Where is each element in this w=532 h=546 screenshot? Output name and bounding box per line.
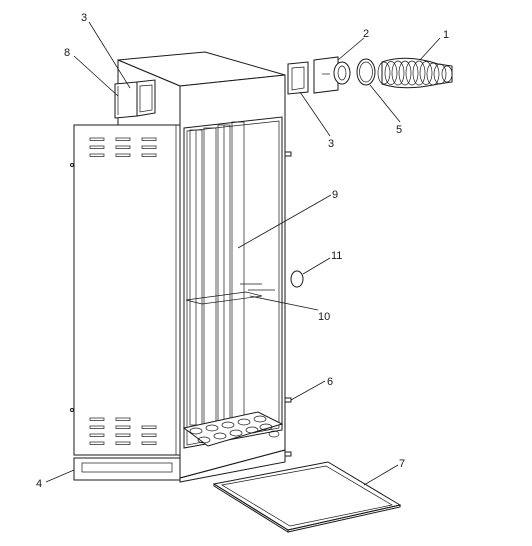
callout-8: 8 (64, 47, 70, 59)
cabinet-door (70, 124, 181, 456)
separator-plate (185, 283, 275, 305)
top-frame-plate (136, 79, 156, 117)
callout-3-hose: 3 (328, 138, 334, 150)
hose-frame-3 (287, 61, 309, 95)
callout-5: 5 (396, 124, 402, 136)
callout-1: 1 (443, 29, 449, 41)
door-top-vents (89, 137, 157, 157)
hose-clamp-5 (356, 58, 376, 86)
flex-hose-1 (377, 57, 453, 89)
door-bottom-vents (89, 417, 157, 445)
bottom-drawer (73, 457, 181, 481)
collection-tray-7 (212, 461, 402, 533)
side-button-11 (290, 270, 304, 288)
callout-7: 7 (399, 458, 405, 470)
callout-4: 4 (36, 478, 42, 490)
leader-lines (45, 21, 441, 486)
callout-11: 11 (331, 250, 342, 262)
callout-10: 10 (318, 311, 330, 323)
callout-6: 6 (327, 376, 333, 388)
top-filter (114, 81, 138, 119)
callout-labels: 1 2 3 3 4 5 6 7 8 9 10 11 (36, 12, 449, 490)
callout-2: 2 (363, 28, 369, 40)
callout-9: 9 (332, 189, 338, 201)
tube-plate (182, 411, 284, 447)
hose-flange-2 (313, 56, 351, 94)
callout-3-top: 3 (81, 12, 87, 24)
